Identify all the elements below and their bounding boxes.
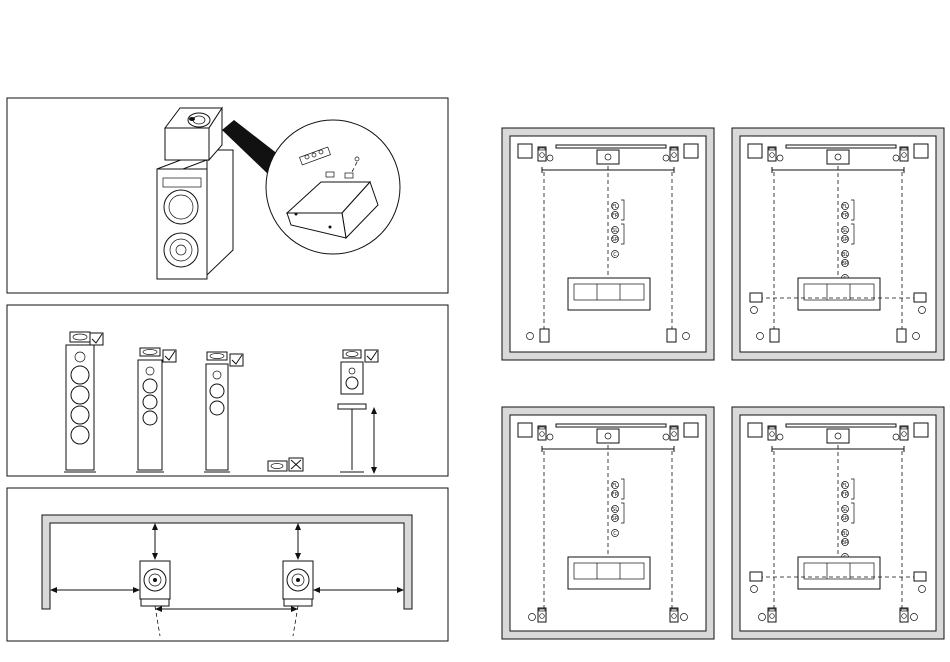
svg-text:FR: FR — [842, 492, 849, 498]
svg-text:FR: FR — [842, 213, 849, 219]
detail-callout — [266, 120, 400, 254]
svg-text:SR: SR — [612, 516, 619, 522]
center-speaker — [597, 429, 619, 443]
module-on-floor — [268, 461, 287, 471]
speaker-left-topview — [140, 561, 170, 606]
speaker-floorstander-large — [64, 332, 96, 472]
elevation-module — [165, 108, 222, 160]
front-left-corner-box — [748, 144, 762, 158]
front-left-speaker — [538, 426, 546, 440]
svg-text:SL: SL — [842, 507, 848, 513]
front-right-corner-box — [914, 423, 928, 437]
stand-height-arrow — [371, 407, 377, 474]
svg-text:SL: SL — [612, 507, 618, 513]
surround-left-speaker — [750, 572, 762, 581]
front-right-corner-box — [684, 423, 698, 437]
svg-text:FL: FL — [612, 483, 618, 489]
svg-text:SR: SR — [612, 237, 619, 243]
svg-text:BL: BL — [842, 531, 848, 537]
svg-text:C: C — [613, 252, 617, 258]
tv-screen — [556, 424, 666, 427]
clearance-arrows — [50, 523, 404, 612]
speaker-floorstander-small — [204, 352, 230, 472]
room-layout-a: FL FR SL SR C — [502, 128, 714, 360]
front-right-speaker — [670, 147, 678, 161]
tv-screen — [786, 145, 896, 148]
panel-elevation-module — [7, 98, 448, 293]
svg-text:BR: BR — [842, 261, 849, 267]
front-left-speaker — [768, 426, 776, 440]
svg-text:FL: FL — [842, 204, 848, 210]
surround-left-speaker — [750, 293, 762, 302]
speaker-right-topview — [283, 561, 313, 606]
rear-left-speaker — [770, 329, 779, 342]
svg-text:FL: FL — [842, 483, 848, 489]
svg-text:SR: SR — [842, 237, 849, 243]
speaker-on-stand — [338, 350, 366, 472]
check-icon — [365, 350, 378, 362]
center-speaker — [827, 150, 849, 164]
rear-right-speaker — [897, 329, 906, 342]
svg-text:FL: FL — [612, 204, 618, 210]
rear-left-speaker — [768, 608, 776, 622]
center-speaker — [827, 429, 849, 443]
front-right-corner-box — [914, 144, 928, 158]
center-speaker — [597, 150, 619, 164]
svg-text:SL: SL — [842, 228, 848, 234]
front-left-corner-box — [518, 144, 532, 158]
rear-right-speaker — [900, 608, 908, 622]
rear-right-speaker — [667, 329, 676, 342]
check-icon — [163, 350, 176, 362]
rear-left-speaker — [538, 608, 546, 622]
svg-text:FR: FR — [612, 492, 619, 498]
svg-text:FR: FR — [612, 213, 619, 219]
room-layout-b: FLFRSLSRBLBRC — [732, 128, 944, 360]
svg-text:BL: BL — [842, 252, 848, 258]
svg-text:C: C — [613, 531, 617, 537]
front-right-corner-box — [684, 144, 698, 158]
front-left-corner-box — [518, 423, 532, 437]
sofa — [798, 557, 880, 589]
rear-left-speaker — [540, 329, 549, 342]
surround-right-speaker — [914, 293, 926, 302]
front-left-speaker — [768, 147, 776, 161]
tv-screen — [786, 424, 896, 427]
room-layout-c: FL FR SL SR C — [502, 407, 714, 639]
panel-wall-clearance — [7, 488, 448, 641]
check-icon — [90, 333, 103, 345]
sofa — [798, 278, 880, 310]
panel-speaker-types — [7, 305, 448, 476]
svg-text:BR: BR — [842, 540, 849, 546]
surround-right-speaker — [914, 572, 926, 581]
front-right-speaker — [670, 426, 678, 440]
front-left-speaker — [538, 147, 546, 161]
rear-right-speaker — [670, 608, 678, 622]
front-left-corner-box — [748, 423, 762, 437]
check-icon — [230, 354, 243, 366]
tv-screen — [556, 145, 666, 148]
room-layout-d: FLFRSLSRBLBRC — [732, 407, 944, 639]
svg-text:SR: SR — [842, 516, 849, 522]
front-right-speaker — [900, 147, 908, 161]
sofa — [568, 278, 650, 310]
speaker-floorstander-medium — [136, 348, 164, 472]
front-right-speaker — [900, 426, 908, 440]
sofa — [568, 557, 650, 589]
svg-text:SL: SL — [612, 228, 618, 234]
floorstanding-speaker — [157, 150, 233, 279]
cross-icon — [289, 458, 303, 471]
